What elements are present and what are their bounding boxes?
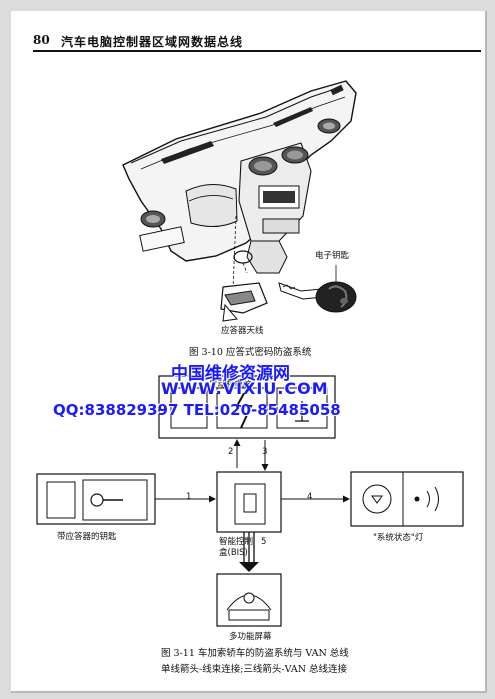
watermark-site-name: 中国维修资源网 <box>171 364 290 384</box>
arrow-5-number: 5 <box>261 537 267 547</box>
bis-control-box <box>216 471 282 533</box>
system-status-lamp-box <box>350 471 464 527</box>
electronic-key-label: 电子钥匙 <box>315 251 350 261</box>
page-number: 80 <box>33 33 50 47</box>
page-header: 80 汽车电脑控制器区域网数据总线 <box>33 30 481 52</box>
engine-ecu-box <box>158 375 336 439</box>
bis-label-line1: 智能控制 <box>219 537 254 547</box>
system-status-lamp-label: "系统状态"灯 <box>373 533 424 543</box>
multifunction-screen-box <box>216 573 282 627</box>
watermark-contact: QQ:838829397 TEL:020-85485058 <box>53 401 341 419</box>
key-transponder-box <box>36 473 156 525</box>
arrow-3-number: 3 <box>262 447 268 457</box>
header-rule <box>33 50 481 52</box>
multifunction-screen-label: 多功能屏幕 <box>229 632 272 642</box>
block-diagram <box>36 375 464 627</box>
transponder-antenna-part <box>220 282 268 322</box>
arrow-2-number: 2 <box>228 447 234 457</box>
watermark-url: WWW.VIXIU.COM <box>161 379 329 398</box>
key-box-label: 带应答器的钥匙 <box>57 532 117 542</box>
figure-3-10-caption: 图 3-10 应答式密码防盗系统 <box>189 347 312 358</box>
bis-label-line2: 盒(BIS) <box>219 548 248 558</box>
engine-ecu-label: 发动机电脑 <box>209 380 252 390</box>
document-page: 80 汽车电脑控制器区域网数据总线 <box>11 11 487 693</box>
figure-3-11-caption: 图 3-11 车加索轿车的防盗系统与 VAN 总线 <box>161 648 349 659</box>
transponder-antenna-label: 应答器天线 <box>221 326 264 336</box>
figure-3-11-subcaption: 单线箭头-线束连接;三线箭头-VAN 总线连接 <box>161 664 348 675</box>
running-title: 汽车电脑控制器区域网数据总线 <box>61 35 244 49</box>
electronic-key <box>278 281 357 313</box>
dashboard-illustration <box>122 80 357 322</box>
arrow-1-number: 1 <box>186 492 192 502</box>
arrow-4-number: 4 <box>307 492 313 502</box>
